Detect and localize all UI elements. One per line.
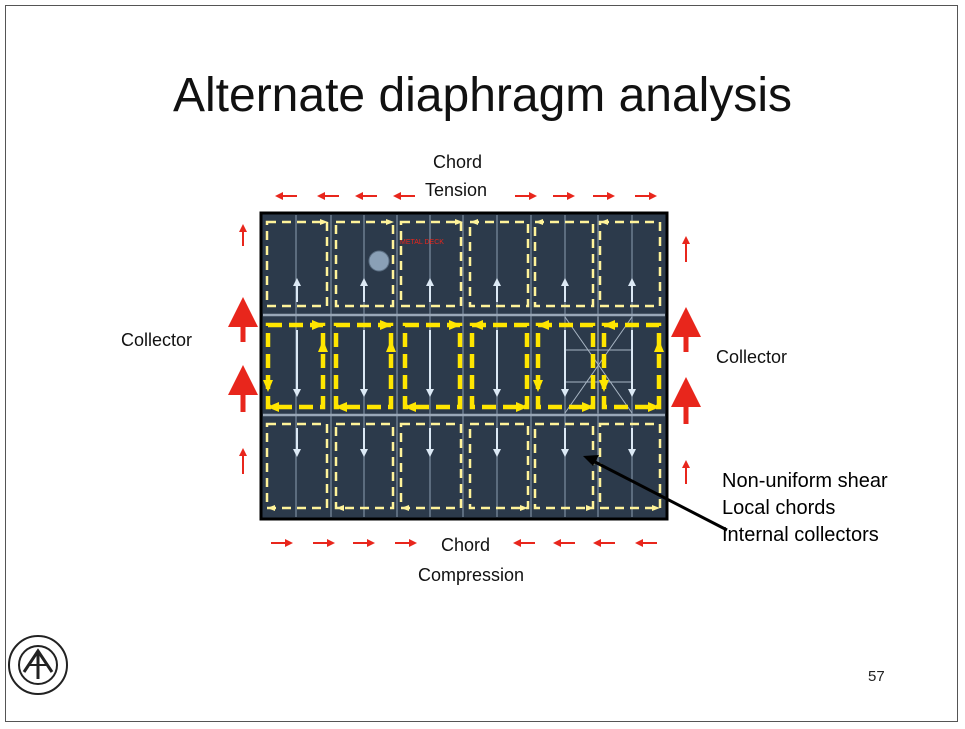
- slide-frame: [5, 5, 958, 722]
- chord-tension-label-line1: Chord: [433, 152, 483, 172]
- collector-right-label: Collector: [716, 347, 788, 367]
- shear-paths-outer: [265, 220, 662, 510]
- chord-tension-label-line2: Tension: [425, 180, 488, 200]
- aisc-logo: [8, 635, 68, 695]
- deck-marker-icon: [368, 250, 390, 272]
- note-item: Non-uniform shear: [722, 470, 888, 492]
- collector-left-label: Collector: [121, 330, 193, 350]
- slide-title: Alternate diaphragm analysis: [172, 69, 792, 122]
- note-item: Internal collectors: [722, 524, 879, 546]
- internal-force-arrows: [293, 278, 636, 457]
- shear-arrowheads-outer: [267, 219, 660, 511]
- note-item: Local chords: [722, 497, 836, 519]
- notes-list: Non-uniform shear Local chords Internal …: [722, 468, 888, 549]
- page-number: 57: [868, 668, 885, 685]
- deck-label: METAL DECK: [400, 239, 444, 246]
- chord-compression-label-line1: Chord: [441, 535, 491, 555]
- shear-arrowheads-middle: [263, 320, 664, 412]
- callout-arrow: [583, 455, 728, 532]
- chord-compression-label-line2: Compression: [418, 565, 525, 585]
- shear-paths-middle: [265, 322, 662, 410]
- collector-arrows: [228, 224, 701, 484]
